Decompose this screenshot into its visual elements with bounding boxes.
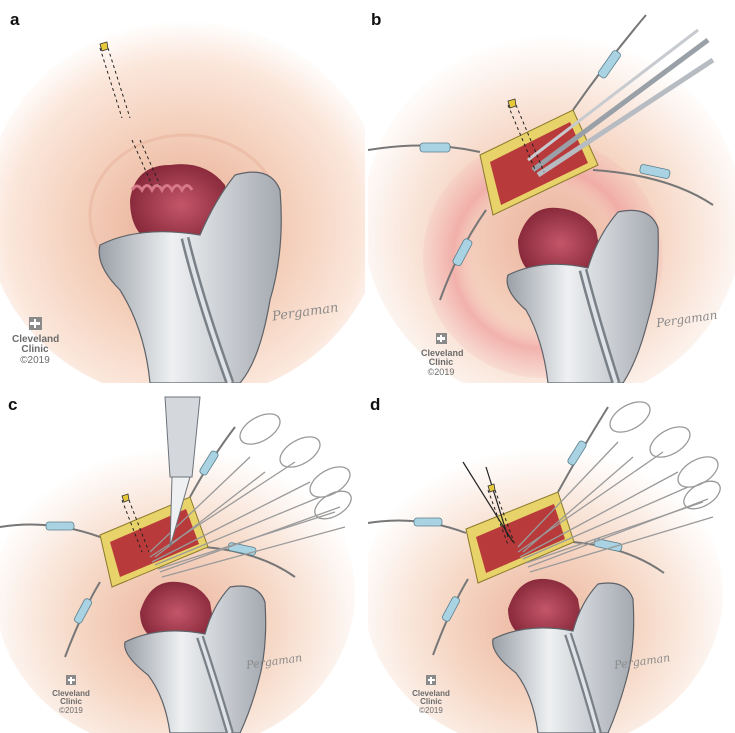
panel-a: a Cleveland Clinic ©2019 Pergaman xyxy=(0,0,365,383)
logo-line1: Cleveland xyxy=(421,347,464,358)
panel-label: d xyxy=(370,395,381,414)
retractor-hook-icon xyxy=(452,238,473,267)
illustration-c xyxy=(0,396,355,733)
speculum xyxy=(506,209,659,383)
scalpel-blade xyxy=(169,476,191,548)
cervix xyxy=(518,207,603,279)
cleveland-clinic-logo: Cleveland Clinic ©2019 xyxy=(421,332,464,377)
panel-label: c xyxy=(8,395,18,414)
cleveland-clinic-logo: Cleveland Clinic ©2019 xyxy=(412,673,450,715)
surgical-scissors xyxy=(149,413,352,578)
illustration-a xyxy=(0,20,365,383)
speculum xyxy=(124,585,267,733)
logo-line1: Cleveland xyxy=(52,688,90,698)
logo-year: ©2019 xyxy=(419,705,443,715)
speculum xyxy=(98,171,282,383)
panel-label: a xyxy=(10,10,20,29)
cervix xyxy=(140,581,215,644)
panel-c: c Cleveland Clinic ©2019 Pergaman xyxy=(0,387,365,733)
logo-year: ©2019 xyxy=(20,354,50,366)
cleveland-clinic-logo: Cleveland Clinic ©2019 xyxy=(12,317,60,366)
logo-line1: Cleveland xyxy=(412,688,450,698)
cleveland-clinic-cross-icon xyxy=(435,333,447,344)
logo-line2: Clinic xyxy=(428,357,454,368)
logo-line1: Cleveland xyxy=(12,333,60,345)
logo-line2: Clinic xyxy=(420,697,442,707)
cleveland-clinic-cross-icon xyxy=(66,675,76,685)
logo-line2: Clinic xyxy=(60,697,82,707)
cleveland-clinic-cross-icon xyxy=(28,317,42,330)
retractor-hook-icon xyxy=(567,440,587,466)
needle-tip-icon xyxy=(99,41,109,52)
logo-year: ©2019 xyxy=(59,705,83,715)
needle-tip-icon xyxy=(121,493,130,503)
retractor-hook-icon xyxy=(639,164,671,179)
cervix xyxy=(508,578,583,641)
cleveland-clinic-cross-icon xyxy=(426,675,436,685)
retractor-hook-icon xyxy=(199,450,219,476)
surgical-scissors xyxy=(517,401,721,573)
needle-tip-icon xyxy=(487,483,496,493)
needle-tip-icon xyxy=(507,98,517,109)
retractor-hook-icon xyxy=(413,517,443,527)
retractor-hook-icon xyxy=(442,596,460,622)
speculum xyxy=(492,582,635,733)
logo-year: ©2019 xyxy=(427,366,455,377)
logo-line2: Clinic xyxy=(21,344,49,356)
cleveland-clinic-logo: Cleveland Clinic ©2019 xyxy=(52,673,90,715)
retractor-hook-icon xyxy=(45,521,75,531)
illustration-d xyxy=(368,401,723,733)
panel-d: d Cleveland Clinic ©2019 Pergaman xyxy=(368,387,735,733)
panel-b: b Cleveland Clinic ©2019 Pergaman xyxy=(368,0,735,383)
retractor-hook-icon xyxy=(419,142,451,153)
scalpel-handle xyxy=(164,396,201,478)
panel-label: b xyxy=(371,10,382,29)
retractor-hook-icon xyxy=(597,50,621,79)
retractor-hook-icon xyxy=(74,598,92,624)
illustration-b xyxy=(368,14,735,383)
